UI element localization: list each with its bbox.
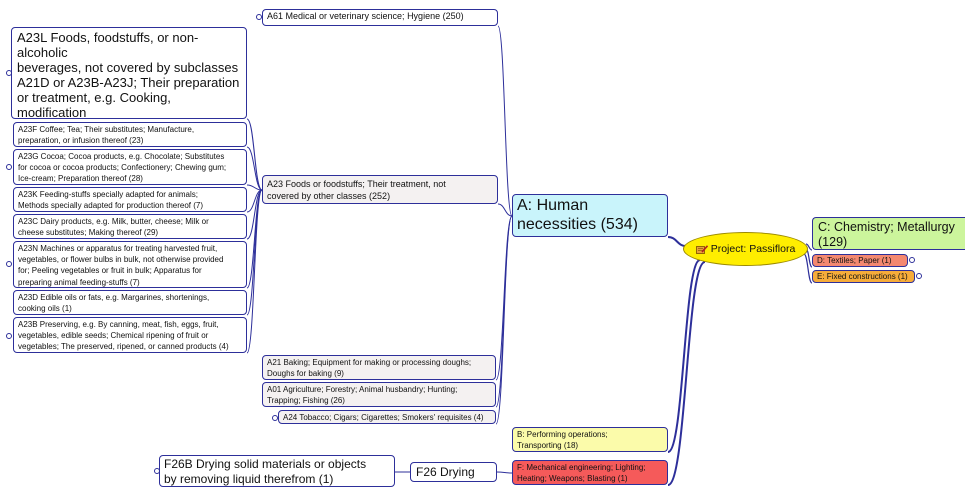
node-d-textiles[interactable]: D: Textiles; Paper (1) <box>812 254 908 267</box>
central-topic-label: Project: Passiflora <box>710 243 796 255</box>
node-a23g[interactable]: A23G Cocoa; Cocoa products, e.g. Chocola… <box>13 149 247 185</box>
node-a-human-necessities[interactable]: A: Human necessities (534) <box>512 194 668 237</box>
collapse-toggle-icon[interactable] <box>6 333 12 339</box>
node-a23[interactable]: A23 Foods or foodstuffs; Their treatment… <box>262 175 498 204</box>
central-topic[interactable]: Project: Passiflora <box>683 232 808 266</box>
collapse-toggle-icon[interactable] <box>272 415 278 421</box>
node-c-chemistry[interactable]: C: Chemistry; Metallurgy (129) <box>812 217 965 250</box>
collapse-toggle-icon[interactable] <box>256 14 262 20</box>
node-a23b[interactable]: A23B Preserving, e.g. By canning, meat, … <box>13 317 247 353</box>
collapse-toggle-icon[interactable] <box>154 468 160 474</box>
node-e-fixed-constructions[interactable]: E: Fixed constructions (1) <box>812 270 915 283</box>
node-a23f[interactable]: A23F Coffee; Tea; Their substitutes; Man… <box>13 122 247 147</box>
node-a23d[interactable]: A23D Edible oils or fats, e.g. Margarine… <box>13 290 247 315</box>
connector-line <box>246 118 263 191</box>
connector-line <box>667 259 701 453</box>
connector-line <box>803 253 813 284</box>
node-a23k[interactable]: A23K Feeding-stuffs specially adapted fo… <box>13 187 247 212</box>
node-a23c[interactable]: A23C Dairy products, e.g. Milk, butter, … <box>13 214 247 239</box>
connector-line <box>495 215 513 425</box>
collapse-toggle-icon[interactable] <box>6 70 12 76</box>
collapse-toggle-icon[interactable] <box>6 164 12 170</box>
connector-line <box>246 189 263 354</box>
node-f-mechanical-engineering[interactable]: F: Mechanical engineering; Lighting; Hea… <box>512 460 668 485</box>
node-a01[interactable]: A01 Agriculture; Forestry; Animal husban… <box>262 382 496 407</box>
notebook-pencil-icon <box>695 244 708 254</box>
node-a23n[interactable]: A23N Machines or apparatus for treating … <box>13 241 247 288</box>
node-b-performing-operations[interactable]: B: Performing operations; Transporting (… <box>512 427 668 452</box>
connector-line <box>805 243 813 251</box>
collapse-toggle-icon[interactable] <box>909 257 915 263</box>
connector-line <box>496 471 513 474</box>
node-f26-drying[interactable]: F26 Drying (1) <box>410 462 497 482</box>
connector-line <box>495 215 513 381</box>
collapse-toggle-icon[interactable] <box>6 261 12 267</box>
connector-line <box>497 25 513 217</box>
collapse-toggle-icon[interactable] <box>916 273 922 279</box>
connector-line <box>497 203 513 217</box>
node-a21[interactable]: A21 Baking; Equipment for making or proc… <box>262 355 496 380</box>
node-a23l[interactable]: A23L Foods, foodstuffs, or non-alcoholic… <box>11 27 247 119</box>
node-a24[interactable]: A24 Tobacco; Cigars; Cigarettes; Smokers… <box>278 410 496 424</box>
node-f26b[interactable]: F26B Drying solid materials or objects b… <box>159 455 395 487</box>
node-a61[interactable]: A61 Medical or veterinary science; Hygie… <box>262 9 498 26</box>
connector-line <box>667 261 706 486</box>
connector-line <box>246 146 263 191</box>
connector-line <box>246 189 263 316</box>
